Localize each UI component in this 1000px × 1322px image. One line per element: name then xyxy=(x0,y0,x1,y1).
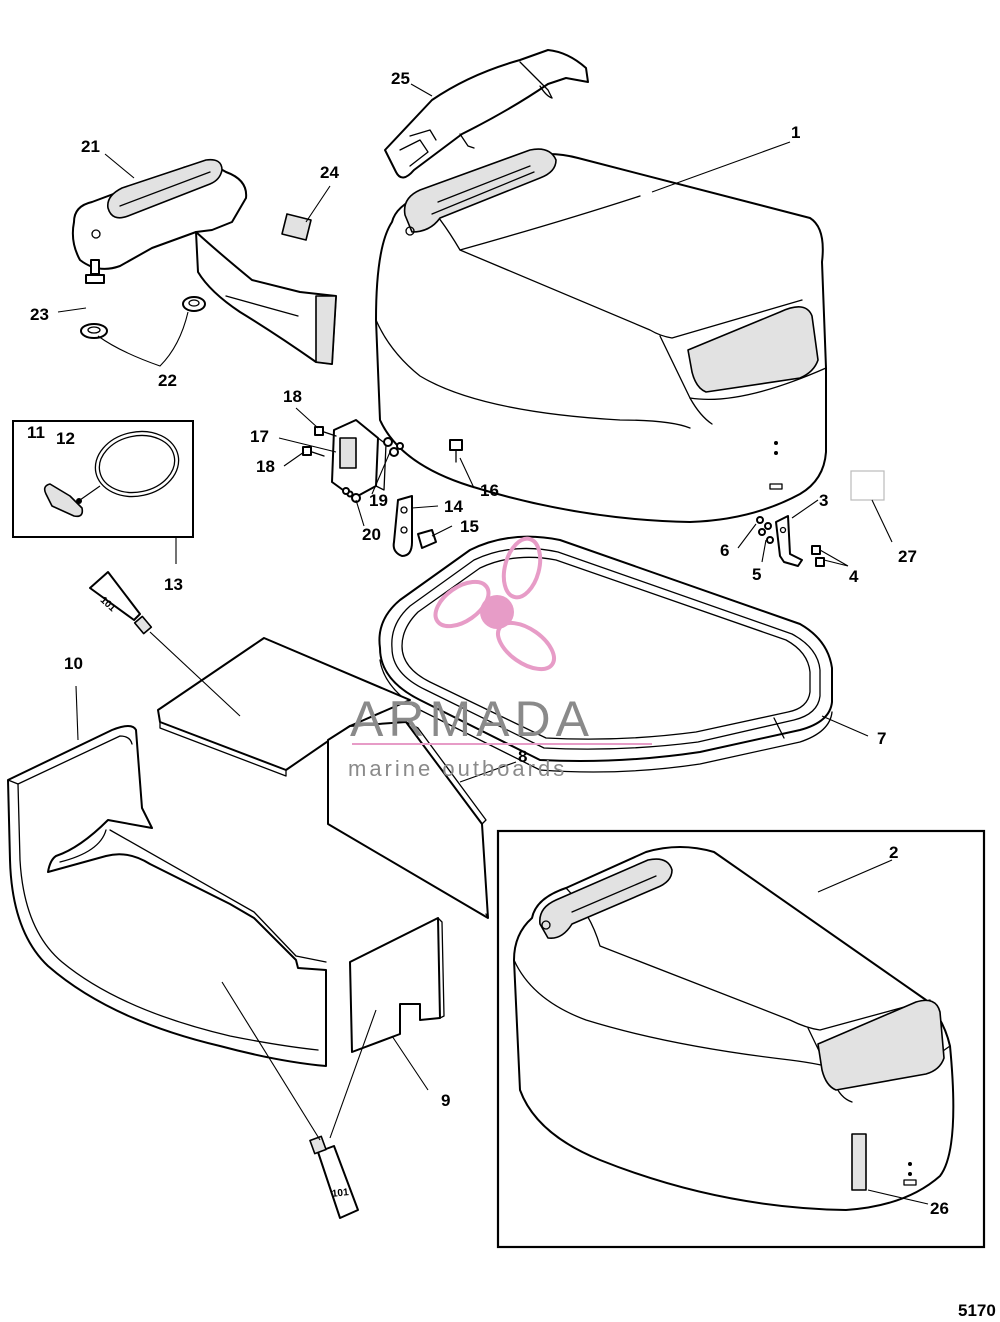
callout-7: 7 xyxy=(877,729,886,748)
callout-15: 15 xyxy=(460,517,479,536)
callout-18-top: 18 xyxy=(283,387,302,406)
callout-1: 1 xyxy=(791,123,800,142)
screws-18-part xyxy=(302,426,337,457)
callout-19: 19 xyxy=(369,491,388,510)
callout-20: 20 xyxy=(362,525,381,544)
callout-11: 11 xyxy=(27,423,45,442)
leader-lines xyxy=(57,83,929,1205)
inset-box-2 xyxy=(496,829,986,1249)
latch-bracket-3-part xyxy=(756,515,825,567)
bracket-14-part xyxy=(392,495,413,557)
callout-26: 26 xyxy=(930,1199,949,1218)
callout-14: 14 xyxy=(444,497,463,516)
callout-4: 4 xyxy=(849,567,859,586)
figure-number: 5170 xyxy=(958,1301,996,1320)
decal-27-part xyxy=(850,470,885,501)
callout-18-bottom: 18 xyxy=(256,457,275,476)
top-cowl-part xyxy=(375,148,827,523)
pad-9-part xyxy=(349,917,445,1053)
decal-24-part xyxy=(281,213,312,241)
callout-23: 23 xyxy=(30,305,49,324)
callout-16: 16 xyxy=(480,481,499,500)
callout-9: 9 xyxy=(441,1091,450,1110)
callout-22: 22 xyxy=(158,371,177,390)
callout-labels: 1 2 3 4 5 6 7 8 9 10 11 12 13 14 15 16 1… xyxy=(27,69,949,1218)
fasteners-22-23-part xyxy=(80,259,206,339)
callout-2: 2 xyxy=(889,843,898,862)
pad-8-part xyxy=(157,637,489,919)
liner-10-part xyxy=(7,725,327,1067)
latch-17-part xyxy=(331,419,387,499)
callout-27: 27 xyxy=(898,547,917,566)
callout-3: 3 xyxy=(819,491,828,510)
callout-6: 6 xyxy=(720,541,729,560)
sealant-tube-top: 101 xyxy=(89,571,153,635)
callout-24: 24 xyxy=(320,163,339,182)
air-intake-part xyxy=(71,158,337,365)
callout-13: 13 xyxy=(164,575,183,594)
watermark: ARMADA marine outboards xyxy=(348,536,652,781)
callout-8: 8 xyxy=(518,747,527,766)
sealant-tube-bottom: 101 xyxy=(309,1135,359,1219)
watermark-tagline: marine outboards xyxy=(348,756,567,781)
callout-17: 17 xyxy=(250,427,269,446)
callout-10: 10 xyxy=(64,654,83,673)
kit-box-13 xyxy=(12,420,194,538)
screws-15-16-part xyxy=(417,439,463,549)
watermark-brand: ARMADA xyxy=(350,691,594,747)
callout-5: 5 xyxy=(752,565,761,584)
tube-bottom-label: 101 xyxy=(331,1187,349,1200)
callout-21: 21 xyxy=(81,137,100,156)
callout-12: 12 xyxy=(56,429,75,448)
propeller-logo-icon xyxy=(433,536,556,672)
handle-part xyxy=(384,49,589,179)
callout-25: 25 xyxy=(391,69,410,88)
seal-7-part xyxy=(378,535,833,773)
